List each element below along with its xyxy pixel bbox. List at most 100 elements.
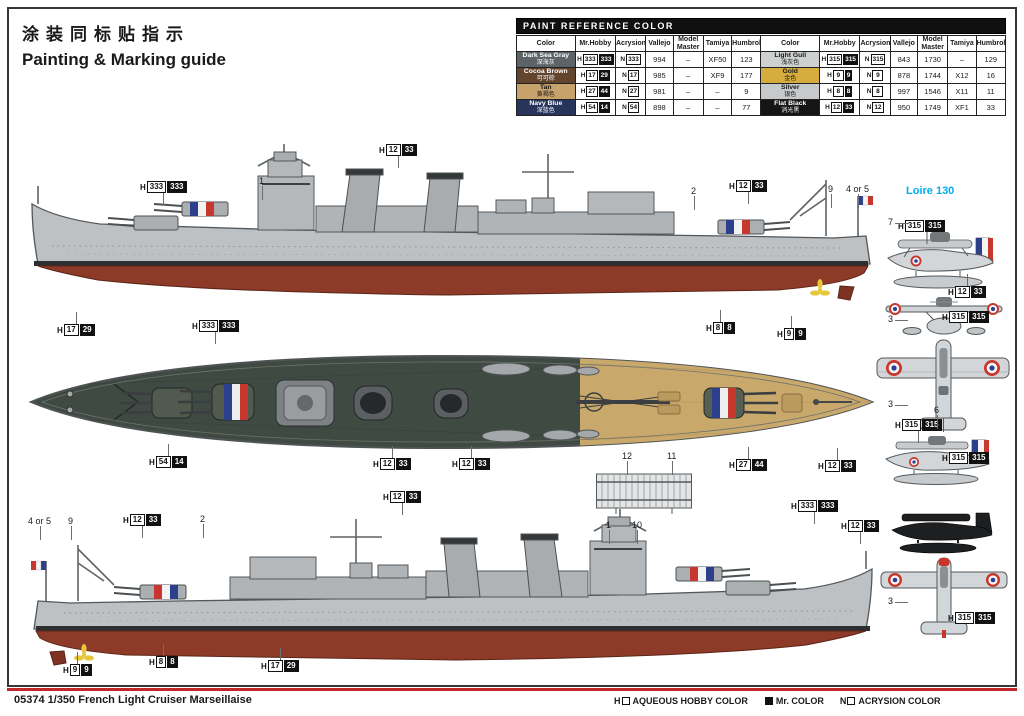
color-name-cn: 浅灰色	[781, 59, 800, 66]
funnels-plan	[353, 385, 469, 421]
acrysion-code: 9	[872, 70, 884, 81]
marker-aqueous-code: 315	[904, 220, 925, 232]
marker-prefix: H	[149, 457, 155, 467]
callout-3: 3	[888, 314, 909, 324]
humbrol-cell: 9	[731, 83, 762, 100]
acrysion-prefix: N	[866, 88, 872, 95]
color-name-cn: 消光黑	[781, 107, 800, 114]
marker-aqueous-code: 12	[379, 458, 395, 470]
color-name: Light Gull	[774, 52, 807, 60]
acrysion-code: 27	[627, 86, 640, 97]
aqueous-code: 315	[827, 54, 843, 65]
marker-mrcolor-code: 8	[167, 656, 178, 668]
marker-prefix: H	[841, 521, 847, 531]
marker-aqueous-code: 9	[69, 664, 81, 676]
vallejo-cell: 985	[645, 67, 674, 84]
aircraft-black-silhouette	[891, 512, 993, 554]
kit-number-title: 05374 1/350 French Light Cruiser Marseil…	[14, 694, 252, 706]
acrysion-prefix: N	[864, 56, 870, 63]
mrcolor-code: 8	[844, 86, 853, 97]
callout-4or5: 4 or 5	[28, 516, 52, 540]
col-header-mrhobby: Mr.Hobby	[574, 35, 617, 52]
ship-side-view-top	[31, 143, 874, 301]
marker-mrcolor-code: 33	[751, 180, 767, 192]
acrysion-prefix: N	[866, 104, 872, 111]
col-header-tamiya: Tamiya	[702, 35, 733, 52]
aqueous-prefix: H	[580, 72, 586, 79]
aircraft-side-view-1	[887, 230, 994, 289]
marker-prefix: H	[123, 515, 129, 525]
page-title: Painting & Marking guide	[22, 50, 227, 69]
vallejo-cell: 878	[889, 67, 919, 84]
mrcolor-code: 315	[843, 54, 858, 65]
marker-aqueous-code: 12	[129, 514, 145, 526]
marker-mrcolor-code: 315	[922, 419, 942, 431]
aircraft-type-label: Loire 130	[906, 185, 955, 197]
marker-aqueous-code: 333	[198, 320, 219, 332]
color-name: Gold	[782, 68, 798, 76]
tamiya-cell: XF50	[702, 51, 733, 68]
acrysion-prefix: N	[622, 104, 627, 111]
color-name: Flat Black	[774, 100, 807, 108]
marker-prefix: H	[791, 501, 797, 511]
marker-prefix: H	[379, 145, 385, 155]
marker-mrcolor-code: 29	[283, 660, 299, 672]
color-name: Dark Sea Gray	[522, 52, 570, 60]
humbrol-cell: 129	[975, 51, 1007, 68]
color-name: Tan	[540, 84, 552, 92]
marker-prefix: H	[898, 221, 904, 231]
deck-hatches	[657, 391, 803, 415]
model-master-cell: –	[672, 51, 704, 68]
color-name: Cocoa Brown	[523, 68, 568, 76]
bottom-red-line	[7, 688, 1017, 691]
ship-side-view-bottom	[30, 508, 873, 666]
page-title-chinese: 涂装同标贴指示	[22, 25, 190, 44]
marker-aqueous-code: 315	[948, 311, 969, 323]
marker-aqueous-code: 12	[735, 180, 751, 192]
aqueous-code: 17	[586, 70, 598, 81]
col-header-color: Color	[516, 35, 576, 52]
aqueous-prefix: H	[825, 104, 830, 111]
marker-mrcolor-code: 9	[81, 664, 92, 676]
marker-mrcolor-code: 333	[818, 500, 838, 512]
marker-aqueous-code: 12	[847, 520, 863, 532]
marker-aqueous-code: 54	[155, 456, 171, 468]
marker-prefix: H	[895, 420, 901, 430]
marker-mrcolor-code: 33	[395, 458, 411, 470]
mrcolor-code: 14	[598, 102, 610, 113]
tamiya-cell: X11	[947, 83, 977, 100]
marker-aqueous-code: 12	[954, 286, 970, 298]
marker-mrcolor-code: 315	[925, 220, 945, 232]
marker-aqueous-code: 17	[63, 324, 79, 336]
color-name: Silver	[780, 84, 800, 92]
turret-x-plan	[703, 387, 778, 419]
mrcolor-code: 29	[598, 70, 610, 81]
color-name-cn: 黄褐色	[536, 91, 555, 98]
marker-prefix: H	[192, 321, 198, 331]
legend-mr-color-label: Mr. COLOR	[775, 696, 824, 706]
marker-mrcolor-code: 315	[969, 311, 989, 323]
col-header-humbrol: Humbrol	[731, 35, 762, 52]
aircraft-top-view	[876, 339, 1010, 432]
